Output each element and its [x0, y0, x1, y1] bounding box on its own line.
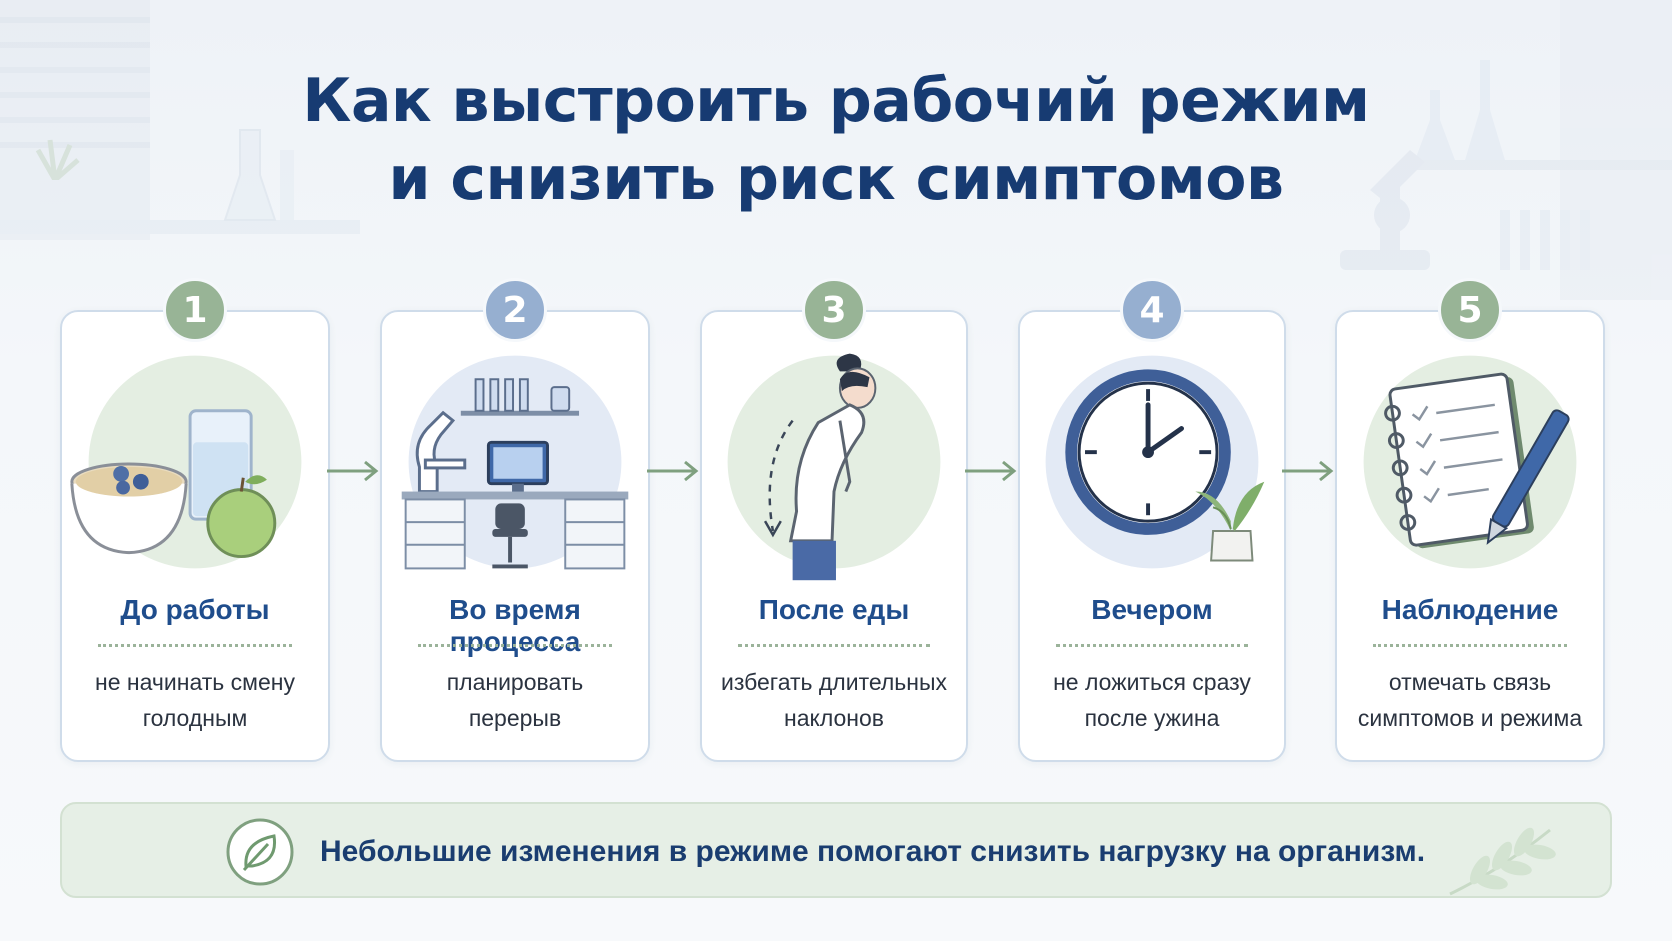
step-number-badge: 4 [1120, 278, 1184, 342]
dotted-divider [1056, 644, 1248, 647]
step-title: Во время процесса [449, 594, 581, 657]
step-text-line: голодным [142, 705, 248, 731]
dotted-divider [418, 644, 612, 647]
step-description: планировать перерыв [392, 664, 638, 736]
title-line-1: Как выстроить рабочий режим [302, 66, 1370, 136]
step-description: не начинать смену голодным [72, 664, 318, 736]
clock-icon [1045, 355, 1265, 569]
notebook-icon [1363, 355, 1577, 569]
step-number-badge: 1 [163, 278, 227, 342]
step-text-line: отмечать связь [1388, 669, 1552, 695]
step-text-line: не ложиться сразу [1053, 669, 1251, 695]
step-card-5: 5 Наблюдение отмечать связь симптомов и … [1335, 278, 1605, 762]
banner-text: Небольшие изменения в режиме помогают сн… [320, 835, 1426, 868]
bottom-banner: Небольшие изменения в режиме помогают сн… [60, 802, 1612, 898]
step-text-line: избегать длительных [720, 669, 948, 695]
step-card-4: 4 Вечером не ложиться сразу после ужина [1018, 278, 1286, 762]
step-text-line: не начинать смену [95, 669, 295, 695]
step-title: До работы [120, 594, 270, 625]
step-text-line: наклонов [784, 705, 884, 731]
arrow-right-icon [965, 460, 1017, 482]
bending-person-icon [727, 353, 941, 581]
step-card-3: 3 После еды избегать длительных наклонов [700, 278, 968, 762]
step-number-badge: 2 [483, 278, 547, 342]
breakfast-icon [70, 355, 302, 569]
step-card-1: 1 До работы не начинать смену голодным [60, 278, 330, 762]
step-number-badge: 3 [802, 278, 866, 342]
step-description: избегать длительных наклонов [712, 664, 956, 736]
step-text-line: перерыв [468, 705, 562, 731]
step-number-badge: 5 [1438, 278, 1502, 342]
step-title: После еды [758, 594, 910, 625]
dotted-divider [738, 644, 930, 647]
arrow-right-icon [647, 460, 699, 482]
step-title: Вечером [1091, 594, 1213, 625]
dotted-divider [98, 644, 292, 647]
dotted-divider [1373, 644, 1567, 647]
step-description: не ложиться сразу после ужина [1030, 664, 1274, 736]
step-text-line: симптомов и режима [1357, 705, 1583, 731]
title-line-2: и снизить риск симптомов [388, 144, 1284, 214]
step-text-line: планировать [446, 669, 584, 695]
arrow-right-icon [327, 460, 379, 482]
lab-workspace-icon [401, 355, 629, 570]
step-description: отмечать связь симптомов и режима [1347, 664, 1593, 736]
step-title: Наблюдение [1381, 594, 1559, 625]
arrow-right-icon [1282, 460, 1334, 482]
leaf-icon [226, 818, 294, 886]
step-text-line: после ужина [1084, 705, 1220, 731]
step-card-2: 2 Во время процесса планировать перерыв [380, 278, 650, 762]
decorative-leaves-icon [1449, 827, 1556, 896]
page-title: Как выстроить рабочий режим и снизить ри… [0, 62, 1672, 218]
